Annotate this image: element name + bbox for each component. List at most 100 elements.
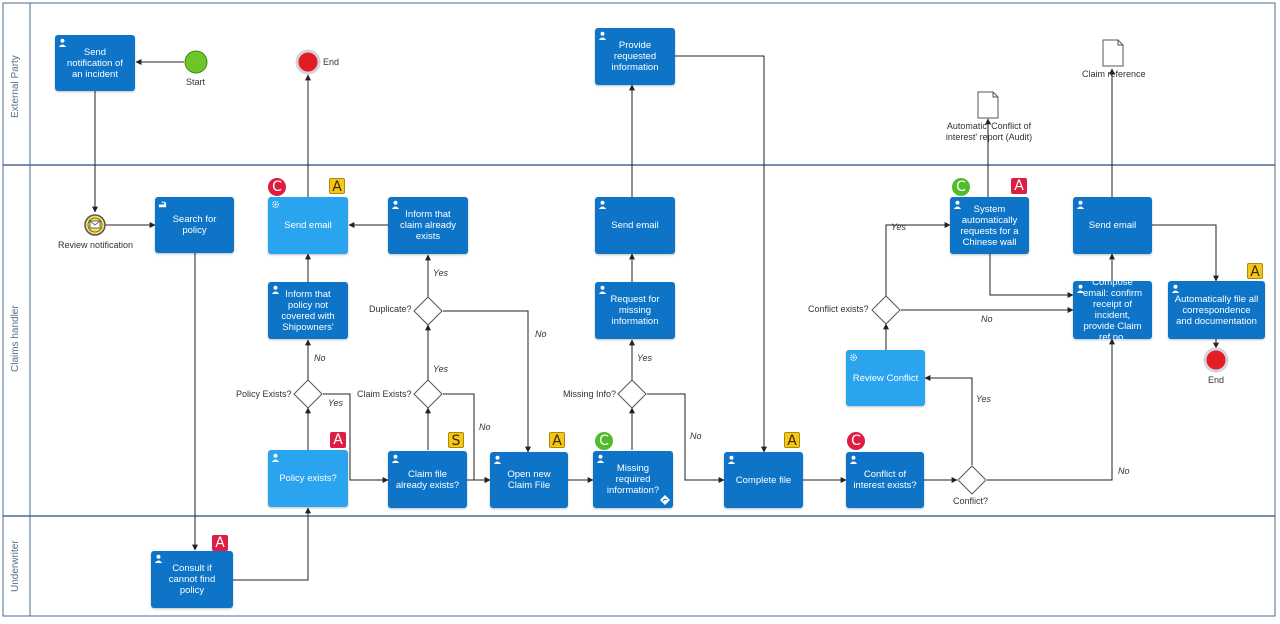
task-provide-info[interactable]: Provide requested information	[595, 28, 675, 85]
flow-gw-dup-no	[443, 310, 531, 453]
document-label-claim-reference: Claim reference	[1082, 69, 1146, 79]
document-conflict-report	[977, 91, 999, 119]
badge-c-send-email-1: C	[268, 178, 286, 196]
user-icon	[391, 454, 400, 463]
task-label: Send email	[284, 220, 332, 231]
start-label: Start	[186, 77, 206, 87]
flow-label-no: No	[314, 353, 326, 363]
user-icon	[598, 200, 607, 209]
task-inform-claim[interactable]: Inform that claim already exists	[388, 197, 468, 254]
badge-s-claim-file: S	[448, 432, 464, 449]
gateway-label-missing-info: Missing Info?	[563, 389, 617, 399]
task-policy-exists[interactable]: Policy exists?	[268, 450, 348, 507]
badge-a-auto-file: A	[1247, 263, 1263, 280]
user-icon	[271, 453, 280, 462]
gateways	[293, 295, 987, 495]
badge-c-missing-required: C	[595, 432, 613, 450]
user-icon	[598, 31, 607, 40]
manual-hand-icon	[158, 201, 167, 208]
task-label: Open new Claim File	[507, 469, 551, 491]
user-icon	[598, 285, 607, 294]
task-label: Inform that claim already exists	[400, 209, 456, 242]
task-chinese-wall[interactable]: System automatically requests for a Chin…	[950, 197, 1029, 254]
badge-a-chinese-wall: A	[1011, 178, 1027, 194]
gateway-label-duplicate: Duplicate?	[369, 304, 412, 314]
flow-gw-conflict-no	[987, 338, 1115, 481]
gateway-missing-info	[617, 379, 647, 409]
badge-c-conflict-interest: C	[847, 432, 865, 450]
task-label: Send notification of an incident	[67, 46, 123, 80]
flow-provide-to-complete	[675, 55, 767, 453]
gear-icon	[849, 353, 858, 362]
flow-gw-policy-yes	[323, 393, 389, 483]
task-send-notification[interactable]: Send notification of an incident	[55, 35, 135, 91]
flow-label-yes: Yes	[328, 398, 344, 408]
task-label: Missing required information?	[606, 463, 660, 496]
user-icon	[953, 200, 962, 209]
task-compose-email[interactable]: Compose email: confirm receipt of incide…	[1073, 277, 1152, 343]
user-icon	[154, 554, 163, 563]
task-inform-policy[interactable]: Inform that policy not covered with Ship…	[268, 282, 348, 339]
gateway-label-conflict: Conflict?	[953, 496, 989, 506]
flow-label-no: No	[981, 314, 993, 324]
flow-consult-to-policyexists	[233, 507, 311, 581]
task-send-email-3[interactable]: Send email	[1073, 197, 1152, 254]
end-label-top: End	[323, 57, 340, 67]
user-icon	[727, 455, 736, 464]
task-label: System automatically requests for a Chin…	[960, 203, 1019, 248]
gateway-label-policy-exists: Policy Exists?	[236, 389, 292, 399]
flow-email-to-autofile	[1152, 224, 1219, 282]
user-icon	[1076, 200, 1085, 209]
gateway-conflict	[957, 465, 987, 495]
flow-label-yes: Yes	[433, 268, 449, 278]
lane-title-claims: Claims handler	[10, 305, 21, 372]
gateway-claim-exists	[413, 379, 443, 409]
user-icon	[1076, 284, 1085, 293]
flow-label-no: No	[479, 422, 491, 432]
user-icon	[1171, 284, 1180, 293]
task-label: Policy exists?	[279, 473, 337, 484]
ad-hoc-marker-icon	[660, 495, 670, 505]
task-claim-file[interactable]: Claim file already exists?	[388, 451, 467, 508]
flow-label-no: No	[1118, 466, 1130, 476]
task-label: Inform that policy not covered with Ship…	[281, 288, 335, 333]
task-search-policy[interactable]: Search for policy	[155, 197, 234, 253]
flow-gw-conflict-yes	[924, 375, 973, 465]
task-complete-file[interactable]: Complete file	[724, 452, 803, 508]
task-label: Provide requested information	[611, 40, 659, 73]
task-conflict-interest[interactable]: Conflict of interest exists?	[846, 452, 924, 508]
end-label-right: End	[1208, 375, 1225, 385]
end-event-top	[295, 49, 321, 75]
flow-gw-exists-yes	[885, 222, 951, 296]
user-icon	[849, 455, 858, 464]
flow-wall-to-compose	[989, 254, 1074, 298]
sequence-flows	[92, 55, 1219, 581]
task-label: Send email	[611, 220, 659, 231]
task-label: Search for policy	[172, 214, 217, 236]
user-icon	[493, 455, 502, 464]
gear-icon	[271, 200, 280, 209]
flow-label-no: No	[690, 431, 702, 441]
gateway-duplicate	[413, 296, 443, 326]
task-label: Request for missing information	[610, 294, 660, 327]
task-review-conflict[interactable]: Review Conflict	[846, 350, 925, 406]
task-send-email-1[interactable]: Send email	[268, 197, 348, 254]
task-auto-file[interactable]: Automatically file all correspondence an…	[1168, 281, 1265, 339]
badge-a-complete-file: A	[784, 432, 800, 449]
task-send-email-2[interactable]: Send email	[595, 197, 675, 254]
task-open-claim[interactable]: Open new Claim File	[490, 452, 568, 508]
task-request-info[interactable]: Request for missing information	[595, 282, 675, 339]
flow-label-yes: Yes	[637, 353, 653, 363]
task-label: Send email	[1088, 220, 1137, 231]
badge-a-consult: A	[212, 535, 228, 551]
task-label: Complete file	[735, 474, 792, 486]
user-icon	[596, 454, 605, 463]
gateway-label-conflict-exists: Conflict exists?	[808, 304, 869, 314]
task-label: Review Conflict	[852, 372, 919, 384]
task-consult[interactable]: Consult if cannot find policy	[151, 551, 233, 608]
task-missing-required[interactable]: Missing required information?	[593, 451, 673, 508]
review-notification-label: Review notification	[58, 240, 134, 250]
